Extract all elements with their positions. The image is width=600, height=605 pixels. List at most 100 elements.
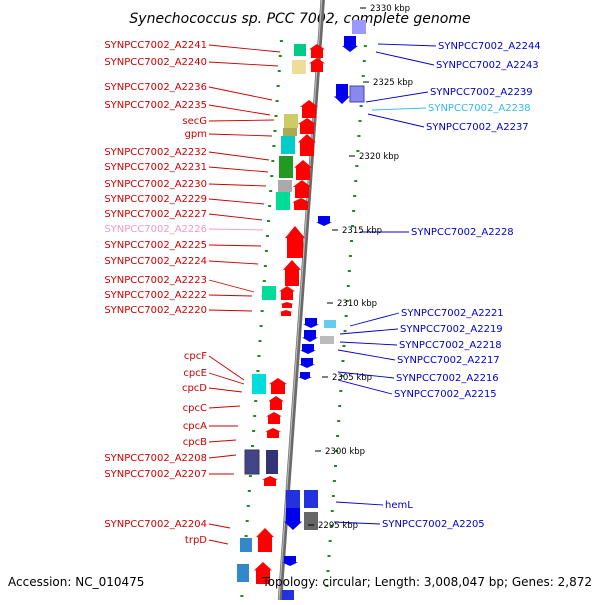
gene-forward-arrow [309, 44, 325, 58]
tick-mark [326, 570, 330, 572]
tick-mark [329, 525, 333, 527]
kbp-label: 2300 kbp [325, 447, 365, 457]
reverse-gene-label: SYNPCC7002_A2237 [426, 122, 529, 133]
tick-mark [333, 465, 337, 467]
gene-box [266, 450, 278, 474]
gene-box [240, 538, 252, 552]
tick-mark [361, 75, 365, 77]
accession-text: Accession: NC_010475 [8, 575, 144, 589]
tick-mark [341, 360, 345, 362]
reverse-leader-line [377, 43, 437, 47]
gene-box [278, 180, 292, 192]
tick-mark [345, 300, 349, 302]
tick-mark [275, 100, 279, 102]
forward-leader-line [208, 198, 265, 205]
reverse-gene-label: SYNPCC7002_A2243 [436, 60, 539, 71]
forward-gene-label: SYNPCC7002_A2235 [104, 100, 207, 111]
forward-leader-line [208, 151, 270, 161]
kbp-label: 2315 kbp [342, 226, 382, 236]
gene-reverse-arrow [282, 556, 298, 566]
gene-reverse-arrow [302, 330, 318, 342]
tick-mark [363, 45, 367, 47]
forward-gene-label: cpcF [184, 351, 207, 362]
tick-mark [354, 180, 358, 182]
forward-gene-label: SYNPCC7002_A2223 [104, 275, 207, 286]
reverse-leader-line [365, 91, 429, 103]
forward-gene-label: SYNPCC7002_A2226 [104, 224, 207, 235]
forward-gene-label: SYNPCC7002_A2224 [104, 256, 207, 267]
tick-mark [352, 210, 356, 212]
reverse-gene-label: hemL [385, 500, 413, 511]
forward-gene-label: SYNPCC7002_A2225 [104, 240, 207, 251]
gene-reverse-arrow [342, 36, 358, 52]
forward-leader-line [208, 260, 259, 265]
gene-box [349, 85, 365, 103]
gene-forward-arrow [254, 562, 272, 584]
tick-mark [270, 175, 274, 177]
tick-mark [269, 190, 273, 192]
tick-mark [351, 225, 355, 227]
tick-mark [343, 330, 347, 332]
tick-mark [349, 240, 353, 242]
gene-box [320, 336, 334, 344]
gene-forward-arrow [269, 378, 287, 394]
reverse-gene-label: SYNPCC7002_A2221 [401, 308, 504, 319]
tick-mark [258, 340, 262, 342]
reverse-leader-line [339, 341, 398, 346]
forward-leader-line [208, 166, 269, 173]
gene-forward-arrow [280, 302, 294, 308]
kbp-label: 2325 kbp [373, 78, 413, 88]
forward-leader-line [208, 44, 281, 53]
gene-box [281, 136, 295, 154]
gene-box [324, 320, 336, 328]
gene-box [283, 128, 297, 136]
gene-box [292, 60, 306, 74]
tick-mark [362, 60, 366, 62]
gene-reverse-arrow [303, 318, 319, 328]
tick-mark [265, 235, 269, 237]
reverse-leader-line [371, 107, 427, 111]
tick-mark [257, 355, 261, 357]
gene-box [284, 114, 298, 128]
reverse-leader-line [349, 312, 400, 327]
tick-mark [256, 370, 260, 372]
reverse-gene-label: SYNPCC7002_A2244 [438, 41, 541, 52]
reverse-leader-line [333, 521, 381, 525]
gene-forward-arrow [285, 226, 305, 258]
gene-box [286, 490, 300, 508]
forward-gene-label: SYNPCC7002_A2222 [104, 290, 207, 301]
forward-leader-line [208, 355, 245, 381]
reverse-gene-label: SYNPCC7002_A2205 [382, 519, 485, 530]
forward-gene-label: SYNPCC7002_A2231 [104, 162, 207, 173]
tick-mark [277, 70, 281, 72]
tick-mark [240, 595, 244, 597]
tick-mark [260, 310, 264, 312]
tick-mark [335, 450, 339, 452]
gene-box [352, 20, 366, 34]
tick-mark [344, 315, 348, 317]
gene-reverse-arrow [284, 508, 302, 530]
forward-gene-label: SYNPCC7002_A2241 [104, 40, 207, 51]
gene-reverse-arrow [316, 216, 332, 226]
gene-reverse-arrow [300, 344, 316, 354]
tick-mark [342, 345, 346, 347]
forward-leader-line [208, 405, 241, 409]
tick-mark [248, 475, 252, 477]
forward-gene-label: cpcD [182, 383, 207, 394]
forward-leader-line [208, 86, 273, 101]
tick-mark [347, 270, 351, 272]
map-title: Synechococcus sp. PCC 7002, complete gen… [129, 11, 470, 27]
reverse-leader-line [337, 379, 393, 395]
gene-forward-arrow [268, 396, 284, 410]
tick-mark [348, 255, 352, 257]
tick-mark [253, 415, 257, 417]
gene-forward-arrow [256, 528, 274, 552]
kbp-label: 2310 kbp [337, 299, 377, 309]
forward-leader-line [208, 309, 253, 312]
reverse-leader-line [339, 328, 399, 335]
tick-mark [245, 520, 249, 522]
tick-mark [251, 445, 255, 447]
tick-mark [337, 420, 341, 422]
forward-gene-label: SYNPCC7002_A2232 [104, 147, 207, 158]
